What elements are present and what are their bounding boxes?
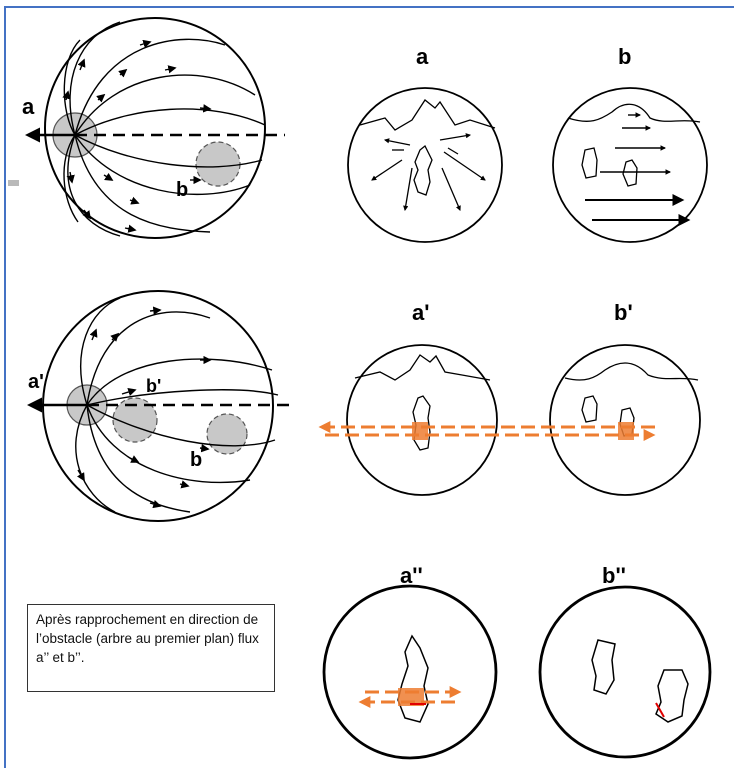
globe-1-flow-lines: [63, 21, 266, 237]
panel-b-prime-tree-1: [581, 395, 598, 423]
panel-b-double-prime-view: [538, 585, 712, 759]
panel-b: b: [552, 44, 708, 243]
globe-1-label-a: a: [22, 94, 35, 119]
globe-1: a b: [22, 17, 285, 239]
globe-2-label-a-prime: a': [28, 371, 44, 393]
frame-border-left: [4, 6, 6, 768]
globe-1-label-b: b: [176, 179, 188, 201]
panel-b-prime-mountains: [564, 362, 699, 381]
panel-b-prime-view: [549, 344, 701, 496]
panel-a-title: a: [416, 44, 429, 69]
globe-2-label-b: b: [190, 449, 202, 471]
panel-a-double-prime-title: a'': [400, 563, 423, 588]
globe-2-label-b-prime: b': [146, 376, 161, 396]
panel-a-double-prime-tree: [397, 634, 429, 723]
panel-a-prime-view: [346, 344, 498, 496]
globe-2-spot-b: [206, 413, 248, 455]
caption-note: Après rapprochement en direction de l’ob…: [27, 604, 275, 692]
panel-b-double-prime-title: b'': [602, 563, 626, 588]
panel-b-double-prime: b'': [538, 563, 712, 759]
panel-a-tree: [413, 144, 433, 196]
frame-border-top: [4, 6, 734, 8]
panel-b-mountains: [567, 103, 701, 123]
globe-2: a' b' b: [27, 290, 292, 522]
panel-a-double-prime: a'': [322, 563, 498, 760]
globe-2-arrowheads: [76, 306, 212, 509]
panel-a-view: [347, 87, 503, 243]
panel-b-title: b: [618, 44, 631, 69]
caption-note-text: Après rapprochement en direction de l’ob…: [36, 612, 259, 665]
globe-2-flow-lines: [75, 297, 279, 513]
panel-a: a: [347, 44, 503, 243]
panel-a-double-prime-view: [322, 584, 498, 760]
globe-1-outline: [44, 17, 266, 239]
panel-b-double-prime-tree-1: [591, 639, 616, 695]
panel-a-flow-arrows: [371, 133, 486, 212]
panel-b-flow-arrows: [585, 112, 691, 226]
panel-b-tree-1: [581, 147, 598, 179]
orange-flow-arrows-a-double: [358, 686, 462, 708]
panel-b-double-prime-tree-2: [655, 669, 689, 723]
globe-1-spot-b: [195, 141, 241, 187]
panel-a-prime-mountains: [354, 354, 491, 381]
panel-b-tree-2: [622, 159, 638, 187]
panel-b-view: [552, 87, 708, 243]
panel-b-prime-title: b': [614, 300, 633, 325]
orange-flow-arrows-row-2: [318, 421, 656, 441]
panel-b-prime: b': [549, 300, 701, 496]
side-marker: [8, 180, 19, 186]
panel-a-mountains: [359, 99, 496, 131]
panel-b-double-prime-red-mark: [655, 702, 665, 718]
panel-a-prime: a': [346, 300, 498, 496]
globe-1-arrowheads: [62, 39, 212, 233]
panel-a-prime-title: a': [412, 300, 429, 325]
